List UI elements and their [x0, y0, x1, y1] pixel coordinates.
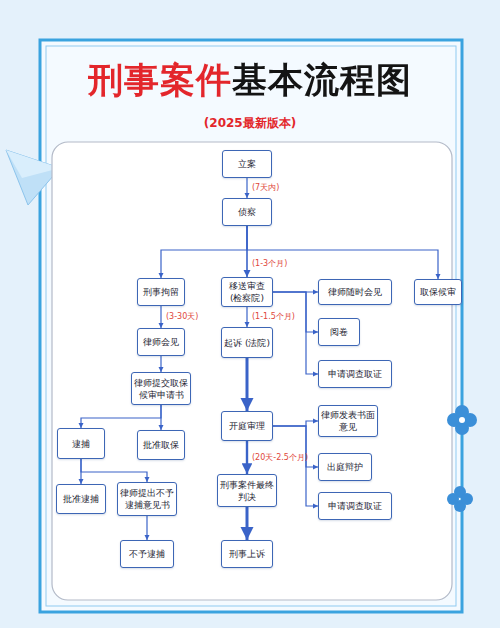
flower-petal — [447, 493, 459, 505]
flow-arrow — [246, 358, 249, 411]
diagram-title: 刑事案件基本流程图 — [88, 58, 412, 102]
box-text: 申请调查取证 — [328, 500, 382, 512]
process-box: 刑事上诉 — [221, 540, 273, 568]
flow-arrow — [273, 421, 318, 426]
flow-arrow — [160, 306, 161, 328]
box-text: 律师提出不予逮捕意见书 — [120, 487, 174, 511]
flow-arrow — [246, 507, 249, 540]
box-text: 移送审查 (检察院) — [224, 280, 270, 304]
box-text: 立案 — [238, 158, 256, 170]
box-text: 起诉 (法院) — [224, 337, 270, 349]
flower-petal — [463, 413, 477, 427]
box-text: 出庭辩护 — [327, 461, 363, 473]
box-text: 阅卷 — [330, 326, 348, 338]
process-box: 批准取保 — [137, 430, 185, 460]
process-box: 律师提交取保候审申请书 — [131, 372, 191, 405]
flow-arrow — [246, 226, 248, 277]
flower-center — [459, 417, 465, 423]
flow-arrow — [81, 405, 161, 428]
duration-label: (1-3个月) — [252, 259, 287, 269]
process-box: 律师随时会见 — [318, 279, 392, 305]
process-box: 立案 — [222, 150, 272, 178]
flow-arrow — [246, 307, 247, 327]
duration-label: (20天-2.5个月) — [252, 453, 308, 463]
box-text: 侦察 — [238, 206, 256, 218]
process-box: 取保候审 — [414, 279, 462, 305]
process-box: 律师发表书面意见 — [318, 405, 378, 437]
process-box: 刑事案件最终判决 — [217, 474, 277, 507]
flow-arrow — [146, 516, 147, 540]
flow-arrow — [80, 459, 81, 484]
process-box: 开庭审理 — [221, 411, 273, 441]
box-text: 律师会见 — [143, 336, 179, 348]
process-box: 起诉 (法院) — [221, 327, 273, 358]
box-text: 律师随时会见 — [328, 286, 382, 298]
subtitle: (2025最新版本) — [0, 115, 500, 132]
duration-label: (1-1.5个月) — [252, 312, 295, 322]
box-text: 申请调查取证 — [328, 368, 382, 380]
flow-arrow — [81, 459, 147, 482]
box-text: 不予逮捕 — [129, 548, 165, 560]
box-text: 逮捕 — [72, 438, 90, 450]
flower — [447, 405, 477, 435]
flow-arrow — [161, 226, 247, 278]
process-box: 移送审查 (检察院) — [221, 277, 273, 307]
flow-arrow — [246, 178, 247, 198]
process-box: 逮捕 — [57, 428, 105, 459]
flower-petal — [461, 493, 473, 505]
box-text: 刑事上诉 — [229, 548, 265, 560]
duration-label: (3-30天) — [166, 312, 198, 322]
box-text: 律师提交取保候审申请书 — [134, 377, 188, 401]
box-text: 批准逮捕 — [63, 493, 99, 505]
box-text: 批准取保 — [143, 439, 179, 451]
flow-arrow — [246, 441, 248, 474]
process-box: 不予逮捕 — [120, 540, 174, 568]
content-panel — [52, 142, 452, 600]
flow-arrow — [273, 292, 318, 374]
flow-arrow — [273, 291, 318, 292]
flower-petal — [447, 413, 461, 427]
process-box: 阅卷 — [318, 318, 360, 346]
box-text: 刑事案件最终判决 — [220, 479, 274, 503]
flow-arrow — [160, 356, 161, 372]
process-box: 申请调查取证 — [318, 492, 392, 520]
box-text: 开庭审理 — [229, 420, 265, 432]
process-box: 申请调查取证 — [318, 360, 392, 388]
flow-arrow — [247, 226, 438, 279]
flow-arrow — [273, 426, 318, 506]
process-box: 出庭辩护 — [318, 453, 372, 481]
flow-arrow — [160, 405, 161, 430]
process-box: 批准逮捕 — [56, 484, 106, 514]
box-text: 刑事拘留 — [143, 286, 179, 298]
process-box: 律师会见 — [137, 328, 185, 356]
duration-label: (7天内) — [252, 183, 279, 193]
process-box: 刑事拘留 — [137, 278, 185, 306]
flower — [447, 486, 473, 512]
process-box: 侦察 — [222, 198, 272, 226]
title-row: 刑事案件基本流程图 — [0, 58, 500, 102]
box-text: 律师发表书面意见 — [321, 409, 375, 433]
process-box: 律师提出不予逮捕意见书 — [117, 482, 177, 516]
box-text: 取保候审 — [420, 286, 456, 298]
